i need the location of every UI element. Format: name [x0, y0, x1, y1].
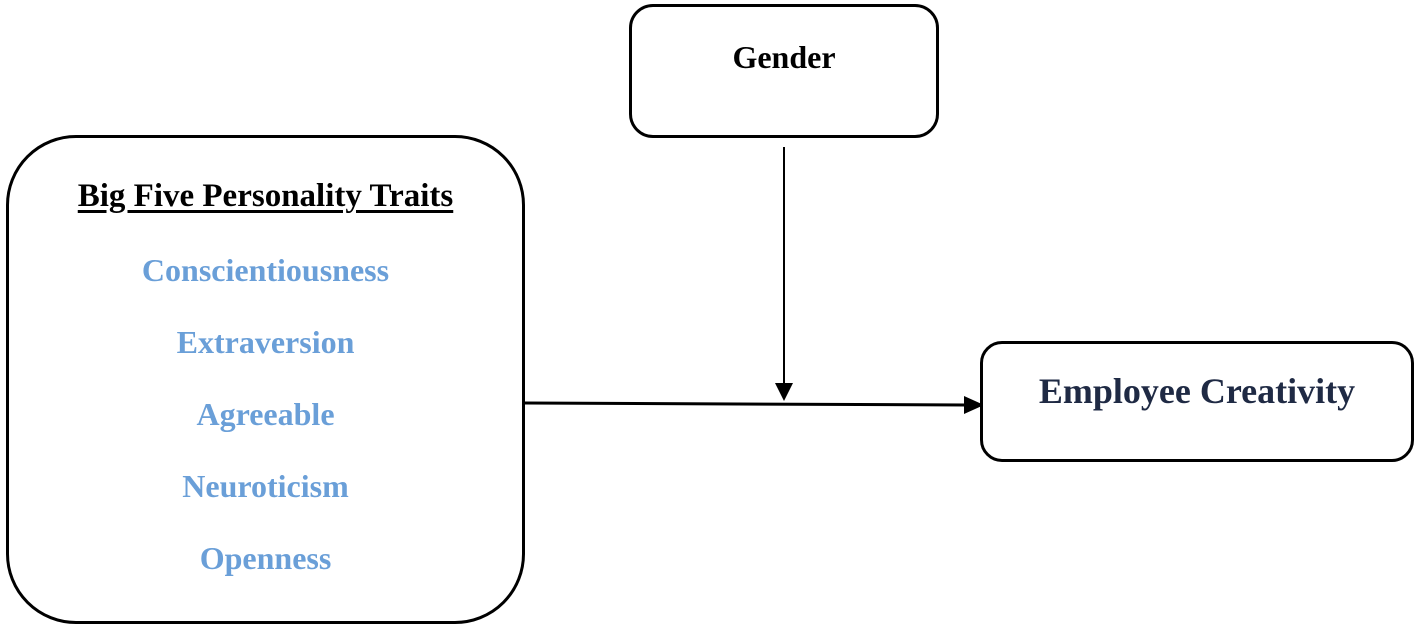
gender-moderation-arrowhead — [775, 383, 793, 401]
trait-neuroticism: Neuroticism — [182, 468, 349, 504]
gender-box: Gender — [629, 4, 939, 138]
gender-label: Gender — [732, 39, 836, 75]
trait-conscientiousness: Conscientiousness — [141, 252, 390, 288]
traits-to-creativity-arrowhead — [964, 396, 984, 414]
traits-box-title: Big Five Personality Traits — [77, 178, 454, 214]
trait-list: Conscientiousness Extraversion Agreeable… — [9, 248, 522, 608]
traits-to-creativity-arrow — [524, 401, 967, 407]
employee-creativity-box: Employee Creativity — [980, 341, 1414, 462]
employee-creativity-label: Employee Creativity — [1038, 371, 1356, 411]
big-five-traits-box: Big Five Personality Traits Conscientiou… — [6, 135, 525, 624]
trait-agreeable: Agreeable — [196, 396, 335, 432]
trait-openness: Openness — [199, 540, 332, 576]
trait-extraversion: Extraversion — [176, 324, 355, 360]
